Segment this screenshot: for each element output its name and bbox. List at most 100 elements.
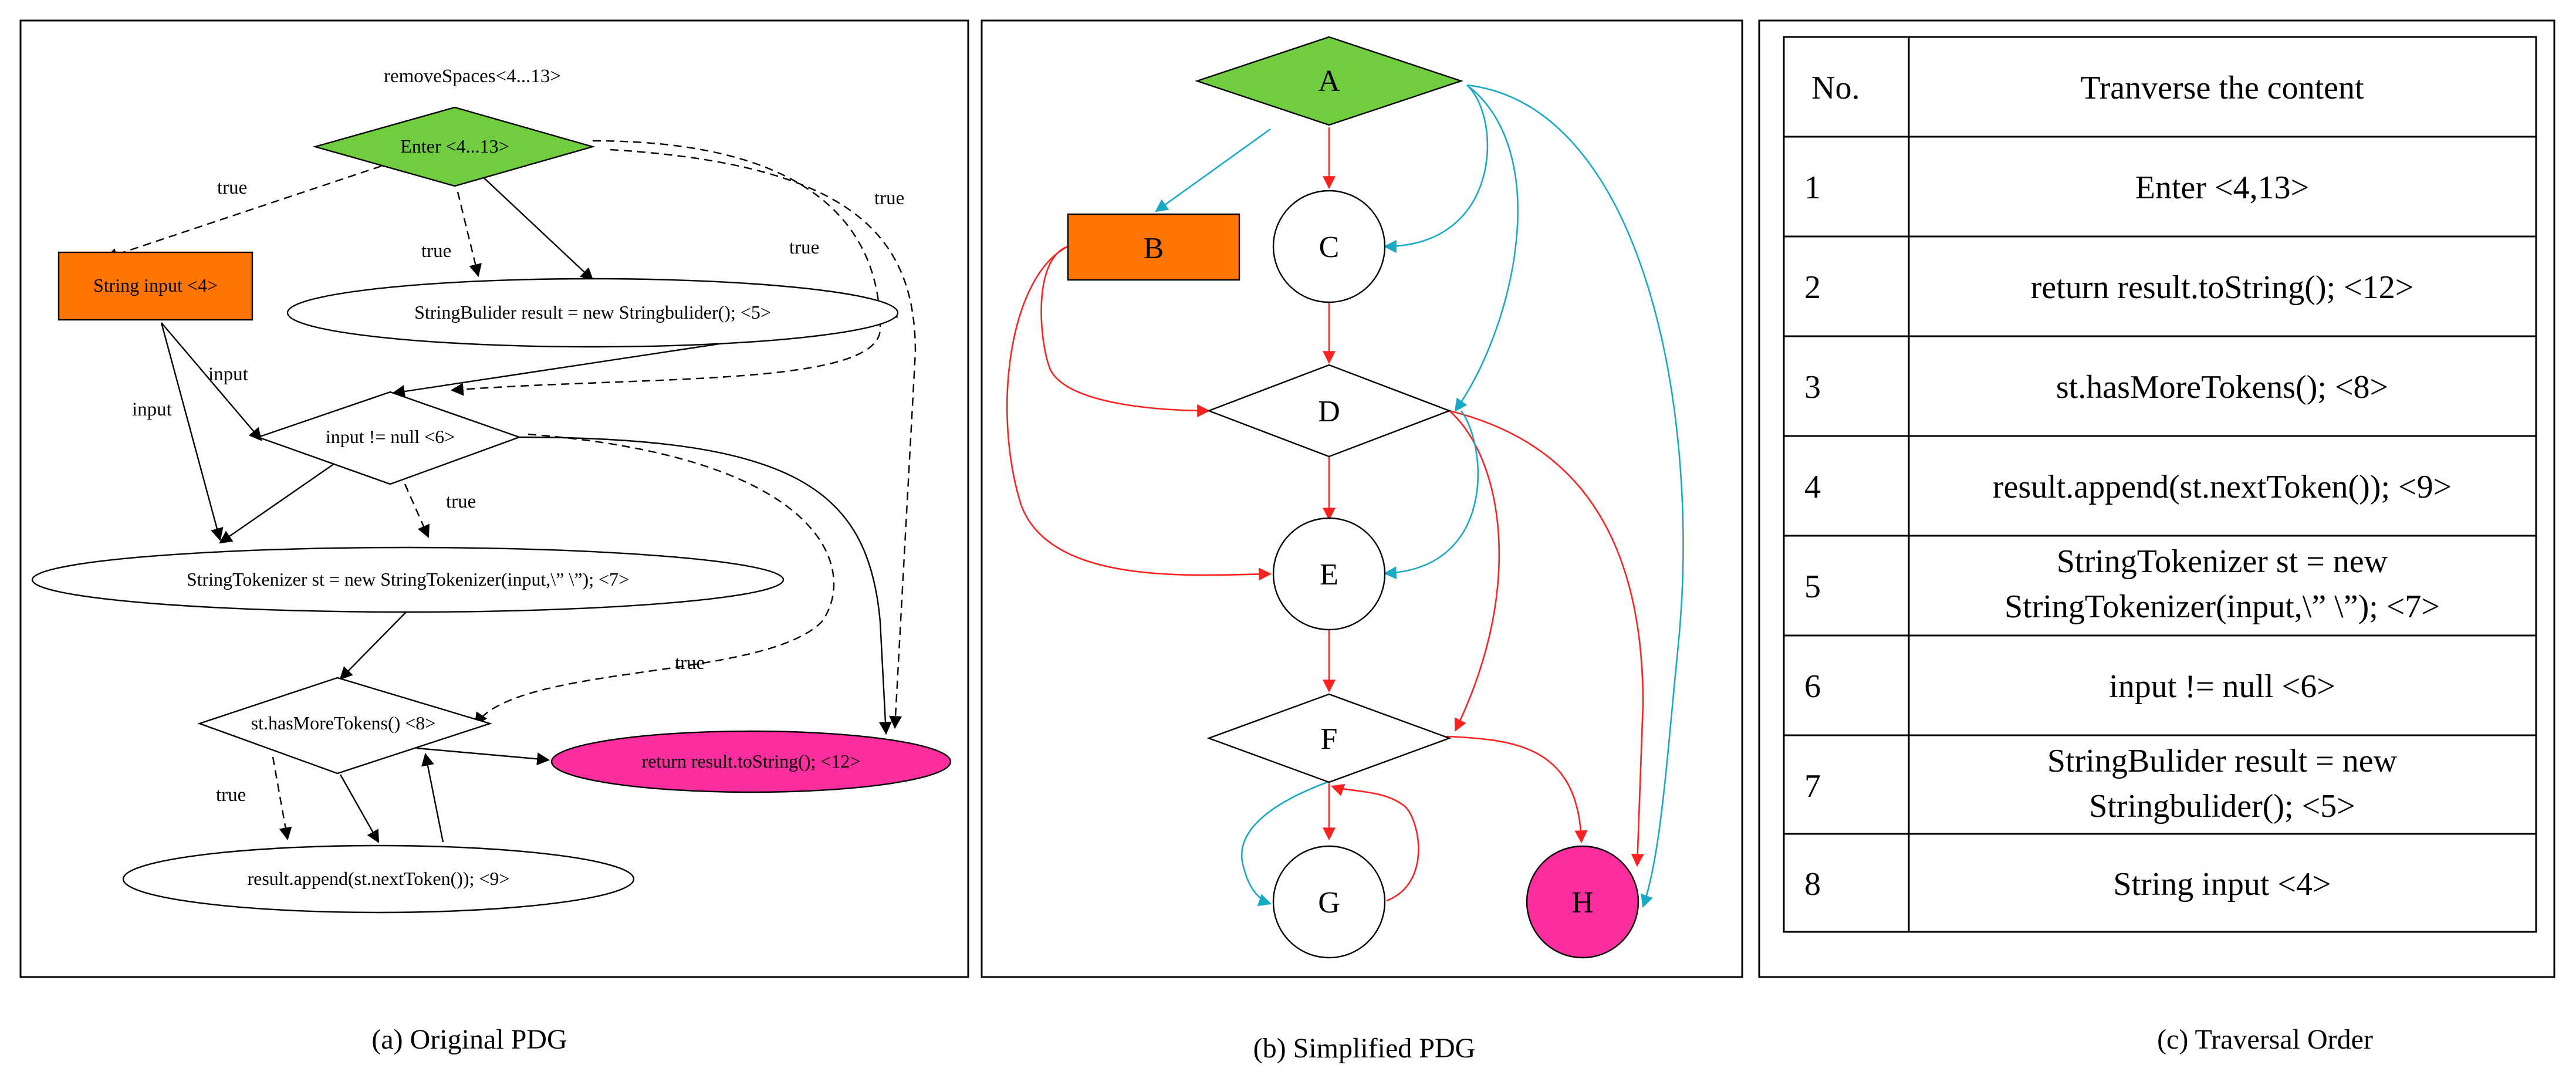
pdg-node-tokenizer: StringTokenizer st = new StringTokenizer… [31, 546, 785, 613]
panel-a-original-pdg: removeSpaces<4...13> true true true [19, 19, 969, 1055]
pdg-node-return: return result.toString(); <12> [550, 730, 952, 793]
node-label: StringBulider result = new Stringbulider… [414, 302, 771, 323]
row-content: result.append(st.nextToken()); <9> [1993, 469, 2452, 505]
edge-enter-input-check [450, 140, 881, 396]
table-row: 2 return result.toString(); <12> [1804, 269, 2413, 306]
caption-b: (b) Simplified PDG [1253, 1033, 1476, 1064]
node-label: Enter <4...13> [400, 136, 509, 157]
table-row: 6 input != null <6> [1804, 668, 2335, 705]
edge-a-h [1466, 84, 1684, 908]
edge-b-e [1006, 245, 1272, 581]
edge-label-true: true [446, 491, 476, 512]
row-content-line2: Stringbulider(); <5> [2089, 788, 2355, 824]
table-row: 8 String input <4> [1804, 866, 2331, 903]
node-label: input != null <6> [326, 426, 455, 447]
edge-enter-return [610, 148, 917, 729]
row-no: 6 [1804, 668, 1821, 705]
edge-label-true: true [675, 653, 705, 674]
node-label: C [1319, 231, 1340, 264]
cyan-edges [1155, 84, 1684, 908]
node-label: result.append(st.nextToken()); <9> [247, 868, 509, 889]
traversal-table: No. Tranverse the content 1 Enter <4,13>… [1783, 36, 2537, 933]
node-label: H [1571, 886, 1594, 920]
row-no: 1 [1804, 170, 1821, 206]
row-no: 8 [1804, 866, 1821, 903]
red-edges [1006, 127, 1644, 902]
row-content-line1: StringTokenizer st = new [2057, 543, 2388, 580]
edge-check-has-more [474, 433, 835, 726]
simplified-node-d: D [1206, 364, 1452, 458]
edge-d-f [1449, 410, 1500, 732]
pdg-node-enter: Enter <4...13> [312, 106, 596, 187]
edge-input-tokenizer [160, 322, 224, 542]
simplified-node-a: A [1195, 36, 1463, 126]
edge-check-return [516, 436, 892, 735]
row-content: Enter <4,13> [2135, 170, 2309, 206]
edge-enter-sb-dashed [457, 191, 482, 278]
edge-tokenizer-has-more [339, 610, 408, 680]
row-content: st.hasMoreTokens(); <8> [2056, 369, 2388, 405]
row-content: return result.toString(); <12> [2031, 269, 2414, 306]
edge-label-true: true [216, 785, 246, 806]
edge-f-h [1446, 735, 1588, 844]
edge-has-more-append-dashed [272, 756, 292, 841]
row-no: 3 [1804, 369, 1821, 405]
table-row: 7 StringBulider result = new Stringbulid… [1804, 743, 2398, 824]
panel-b-frame [981, 19, 1743, 978]
edge-a-c-data [1383, 84, 1489, 253]
edge-label-true: true [789, 237, 819, 258]
caption-a: (a) Original PDG [371, 1024, 567, 1055]
simplified-node-b: B [1067, 213, 1240, 281]
edge-check-tokenizer [219, 463, 335, 544]
function-header: removeSpaces<4...13> [384, 66, 561, 87]
edge-enter-sb [469, 164, 594, 281]
node-label: st.hasMoreTokens() <8> [251, 712, 436, 734]
edge-label-true: true [217, 177, 247, 198]
panel-a-frame [19, 19, 969, 978]
edge-append-has-more [421, 752, 444, 843]
edge-f-g-data [1240, 779, 1333, 907]
pdg-node-sb-result: StringBulider result = new Stringbulider… [286, 278, 899, 348]
edge-a-b [1155, 128, 1271, 212]
pdg-edge-labels: true true true true true true true input… [132, 177, 904, 806]
node-label: B [1144, 232, 1164, 265]
edge-label-input: input [132, 399, 172, 420]
edge-d-e-data [1383, 410, 1479, 580]
simplified-node-c: C [1272, 190, 1386, 303]
edge-input-check [161, 322, 262, 441]
pdg-node-has-more: st.hasMoreTokens() <8> [197, 677, 493, 775]
panel-c-traversal-order: No. Tranverse the content 1 Enter <4,13>… [1758, 19, 2555, 1055]
row-content: String input <4> [2113, 866, 2331, 903]
pdg-edges [104, 140, 917, 843]
pdg-node-string-input: String input <4> [58, 251, 253, 321]
row-content: input != null <6> [2109, 668, 2335, 705]
edge-has-more-append [339, 774, 380, 843]
table-row: 5 StringTokenizer st = new StringTokeniz… [1804, 543, 2440, 625]
row-no: 7 [1804, 768, 1821, 805]
header-no: No. [1811, 70, 1860, 106]
node-label: F [1321, 722, 1338, 756]
table-row: 4 result.append(st.nextToken()); <9> [1804, 469, 2452, 505]
edge-d-h [1449, 410, 1644, 867]
row-no: 2 [1804, 269, 1821, 306]
panel-b-simplified-pdg: A B C D E F G H (b) Simplifie [981, 19, 1743, 1064]
pdg-node-append: result.append(st.nextToken()); <9> [122, 844, 635, 914]
edge-b-d [1040, 245, 1211, 417]
node-label: StringTokenizer st = new StringTokenizer… [187, 569, 629, 590]
simplified-node-g: G [1272, 845, 1386, 959]
node-label: G [1318, 886, 1340, 920]
edge-g-f [1330, 783, 1419, 902]
node-label: String input <4> [93, 275, 218, 296]
edge-label-true: true [421, 241, 451, 262]
edge-a-d [1454, 84, 1519, 412]
header-content: Tranverse the content [2080, 70, 2364, 106]
row-content-line2: StringTokenizer(input,\” \”); <7> [2004, 589, 2440, 625]
edge-label-input: input [208, 364, 248, 385]
caption-c: (c) Traversal Order [2157, 1024, 2373, 1055]
node-label: D [1318, 395, 1340, 428]
edge-label-true: true [874, 188, 904, 209]
table-row: 3 st.hasMoreTokens(); <8> [1804, 369, 2388, 405]
simplified-node-f: F [1206, 693, 1452, 783]
edge-enter-string-input [104, 165, 382, 261]
